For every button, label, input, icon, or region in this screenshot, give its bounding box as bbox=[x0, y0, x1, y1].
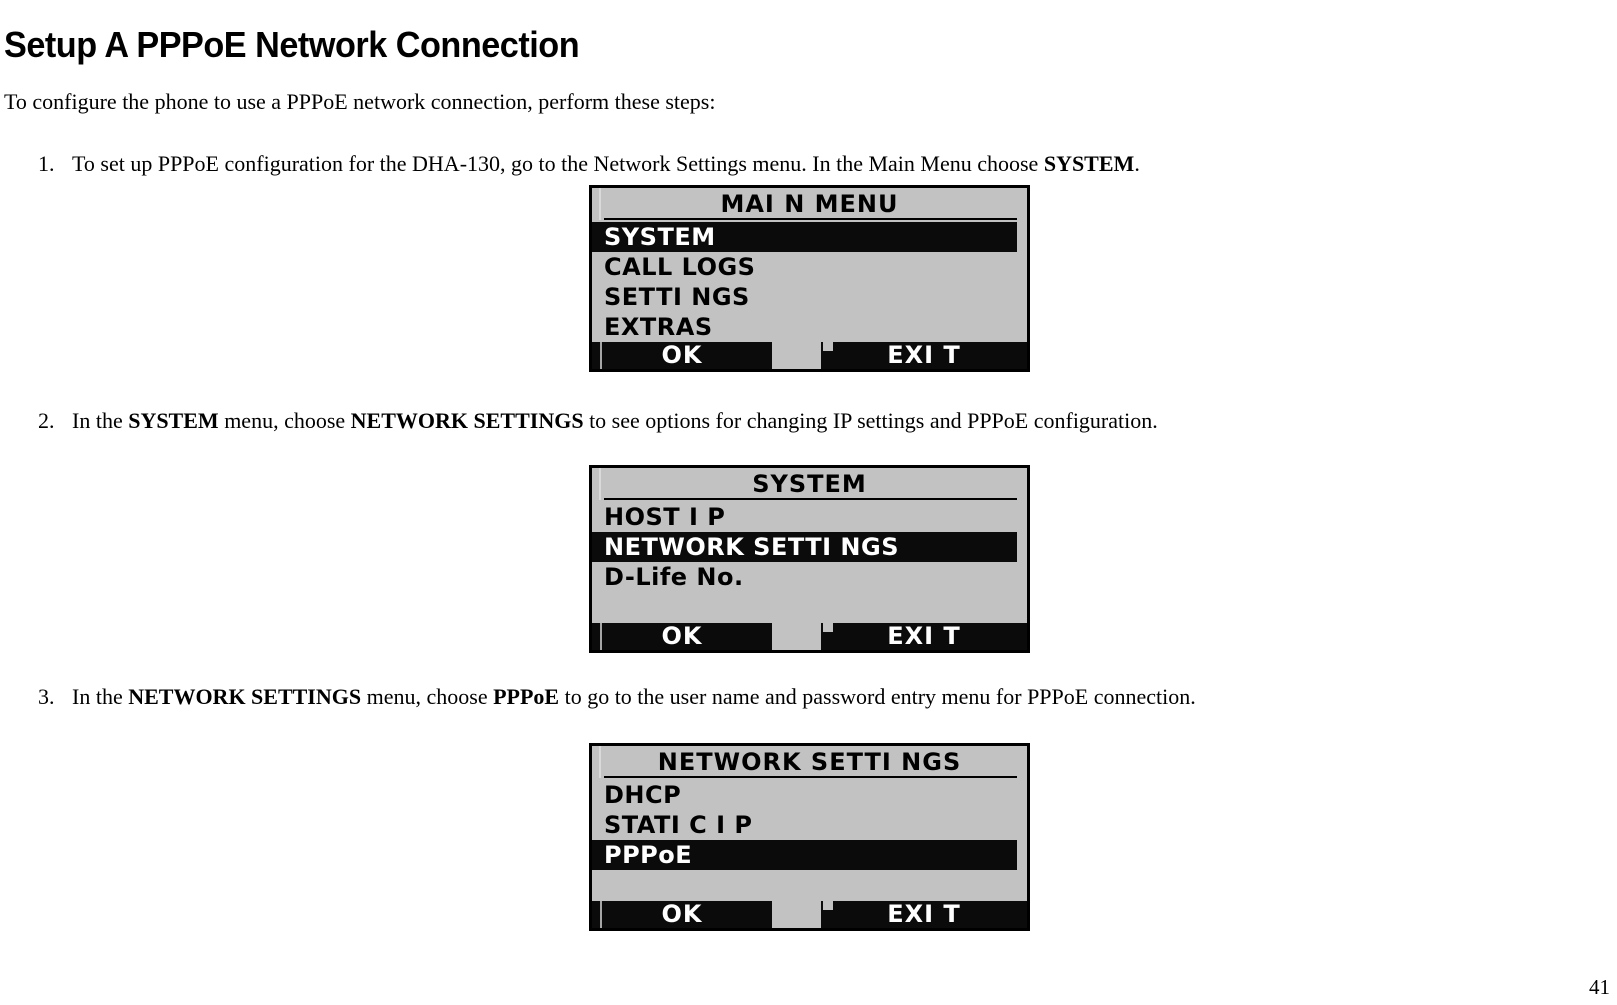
step-text: to go to the user name and password entr… bbox=[559, 684, 1196, 709]
step-text: In the bbox=[72, 684, 129, 709]
menu-item-list: HOST I P NETWORK SETTI NGS D-Life No. bbox=[592, 502, 1027, 623]
step-text: SYSTEM bbox=[128, 408, 219, 433]
softkey-gap bbox=[772, 342, 821, 369]
screen-title: MAI N MENU bbox=[592, 188, 1027, 220]
menu-item-extras: EXTRAS bbox=[604, 313, 713, 341]
menu-item-list: SYSTEM CALL LOGS SETTI NGS EXTRAS bbox=[592, 222, 1027, 342]
step-item-2: 2. In the SYSTEM menu, choose NETWORK SET… bbox=[38, 408, 1158, 434]
softkey-bar: OK EXI T bbox=[592, 342, 1027, 369]
step-number: 3. bbox=[38, 684, 55, 709]
page-title: Setup A PPPoE Network Connection bbox=[4, 24, 580, 66]
step-item-3: 3. In the NETWORK SETTINGS menu, choose P… bbox=[38, 684, 1196, 710]
menu-screen-network-settings: NETWORK SETTI NGS DHCP STATI C I P PPPoE… bbox=[589, 743, 1030, 931]
menu-item-list: DHCP STATI C I P PPPoE bbox=[592, 780, 1027, 901]
menu-item-d-life-no: D-Life No. bbox=[604, 563, 744, 591]
menu-item-call-logs: CALL LOGS bbox=[604, 253, 756, 281]
step-text: PPPoE bbox=[493, 684, 560, 709]
exit-softkey: EXI T bbox=[821, 342, 1027, 369]
exit-softkey: EXI T bbox=[821, 623, 1027, 650]
step-text: to see options for changing IP settings … bbox=[583, 408, 1158, 433]
step-text: NETWORK SETTINGS bbox=[128, 684, 362, 709]
menu-item-dhcp: DHCP bbox=[604, 781, 682, 809]
title-divider bbox=[604, 776, 1017, 778]
menu-item-network-settings: NETWORK SETTI NGS bbox=[592, 532, 1017, 562]
softkey-gap bbox=[772, 901, 821, 928]
title-divider bbox=[604, 218, 1017, 220]
step-text: menu, choose bbox=[218, 408, 351, 433]
step-item-1: 1. To set up PPPoE configuration for the … bbox=[38, 151, 1140, 177]
step-number: 1. bbox=[38, 151, 55, 176]
menu-item-static-ip: STATI C I P bbox=[604, 811, 753, 839]
step-text: SYSTEM bbox=[1043, 151, 1135, 176]
step-text: NETWORK SETTINGS bbox=[350, 408, 584, 433]
intro-text: To configure the phone to use a PPPoE ne… bbox=[4, 89, 716, 114]
page-number: 41 bbox=[1589, 975, 1610, 999]
ok-softkey: OK bbox=[592, 623, 772, 650]
step-text: To set up PPPoE configuration for the DH… bbox=[72, 151, 1044, 176]
menu-item-host-ip: HOST I P bbox=[604, 503, 726, 531]
step-text: . bbox=[1134, 151, 1140, 176]
menu-screen-main-menu: MAI N MENU SYSTEM CALL LOGS SETTI NGS EX… bbox=[589, 185, 1030, 372]
softkey-bar: OK EXI T bbox=[592, 901, 1027, 928]
title-divider bbox=[604, 498, 1017, 500]
exit-softkey: EXI T bbox=[821, 901, 1027, 928]
menu-item-pppoe: PPPoE bbox=[592, 840, 1017, 870]
menu-item-system: SYSTEM bbox=[592, 222, 1017, 252]
softkey-gap bbox=[772, 623, 821, 650]
ok-softkey: OK bbox=[592, 901, 772, 928]
softkey-bar: OK EXI T bbox=[592, 623, 1027, 650]
ok-softkey: OK bbox=[592, 342, 772, 369]
menu-item-settings: SETTI NGS bbox=[604, 283, 750, 311]
step-text: menu, choose bbox=[361, 684, 494, 709]
step-text: In the bbox=[72, 408, 129, 433]
step-number: 2. bbox=[38, 408, 55, 433]
screen-title: NETWORK SETTI NGS bbox=[592, 746, 1027, 778]
screen-title: SYSTEM bbox=[592, 468, 1027, 500]
menu-screen-system: SYSTEM HOST I P NETWORK SETTI NGS D-Life… bbox=[589, 465, 1030, 653]
